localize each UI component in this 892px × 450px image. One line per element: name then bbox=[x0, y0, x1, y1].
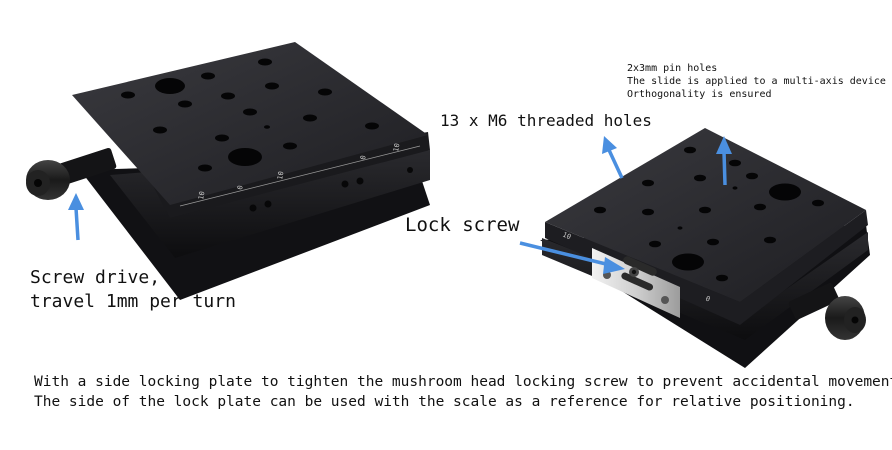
lock-screw-label: Lock screw bbox=[405, 214, 520, 236]
caption-line: The side of the lock plate can be used w… bbox=[34, 394, 855, 410]
left-scale-label: 10 bbox=[197, 191, 206, 201]
caption-line: With a side locking plate to tighten the… bbox=[34, 374, 892, 390]
knurled-knob bbox=[825, 296, 866, 340]
description-caption: With a side locking plate to tighten the… bbox=[34, 372, 892, 412]
right-stage: 10 0 bbox=[540, 128, 870, 368]
note-line: 2x3mm pin holes bbox=[627, 63, 718, 74]
arrow-up-icon bbox=[716, 136, 732, 154]
annotation-arrows bbox=[68, 136, 732, 274]
screw-drive-line: Screw drive, bbox=[30, 267, 161, 288]
knurled-knob bbox=[26, 160, 70, 200]
screw-drive-line: travel 1mm per turn bbox=[30, 291, 236, 312]
right-scale-label: 10 bbox=[561, 231, 572, 242]
arrow-up-icon bbox=[68, 193, 84, 210]
right-scale-label: 0 bbox=[704, 295, 711, 304]
left-scale-label: 10 bbox=[392, 143, 401, 153]
arrow-right-icon bbox=[603, 257, 625, 274]
threaded-holes-label: 13 x M6 threaded holes bbox=[440, 111, 652, 130]
left-stage: 10 0 10 0 10 bbox=[26, 42, 430, 300]
screw-drive-label: Screw drive, travel 1mm per turn bbox=[30, 266, 236, 314]
note-line: The slide is applied to a multi-axis dev… bbox=[627, 76, 886, 87]
left-scale-label: 10 bbox=[276, 171, 285, 181]
left-scale-label: 0 bbox=[359, 155, 368, 161]
left-scale-label: 0 bbox=[236, 185, 245, 191]
note-line: Orthogonality is ensured bbox=[627, 89, 772, 100]
pin-holes-notes: 2x3mm pin holes The slide is applied to … bbox=[627, 62, 886, 101]
arrow-icon bbox=[602, 136, 617, 154]
